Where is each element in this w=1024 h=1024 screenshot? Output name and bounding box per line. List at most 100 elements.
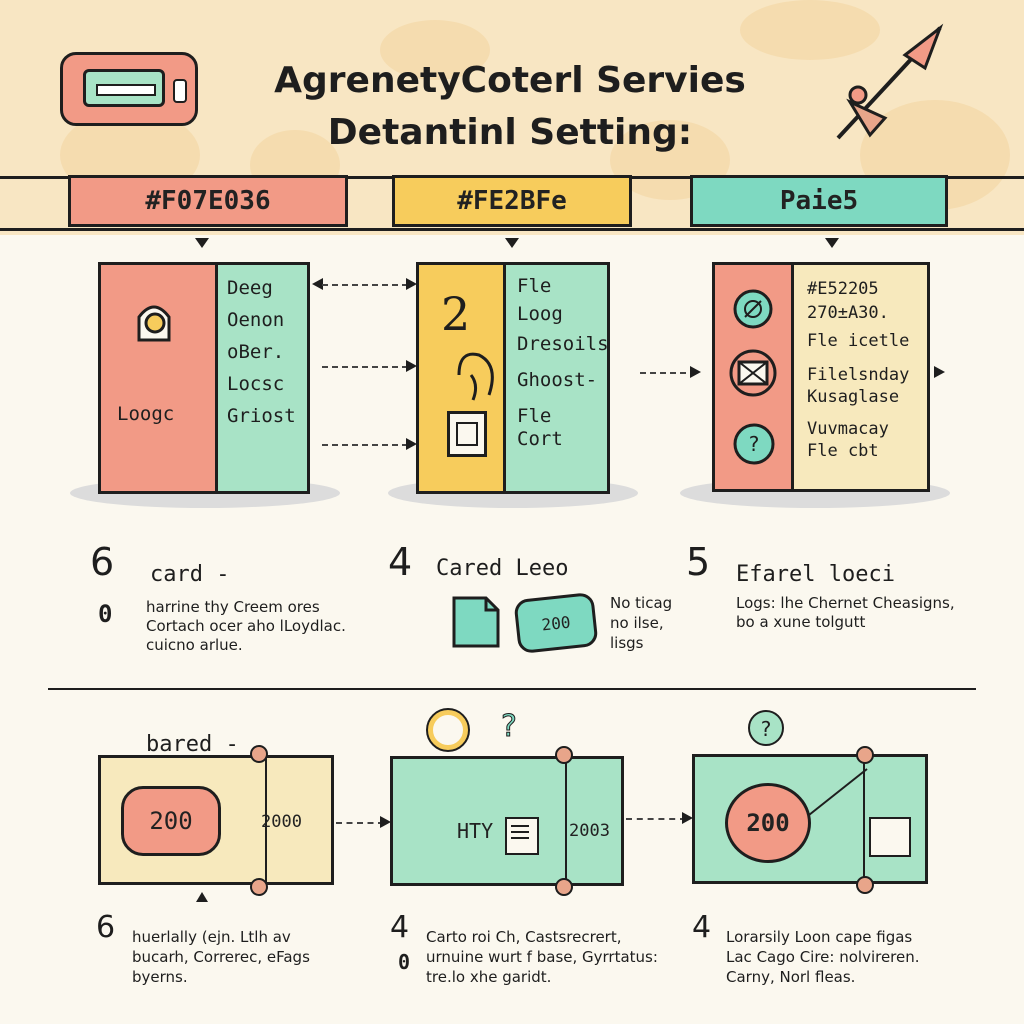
bottom-item-2-text: urnuine wurt f base, Gyrrtatus: — [426, 948, 658, 966]
mid-item-2-text: No ticag — [610, 594, 673, 612]
panel-2-glyph: 2 — [441, 287, 471, 341]
card-logo-icon — [60, 52, 198, 126]
section-divider — [48, 688, 976, 690]
panel-3-line: #E52205 — [807, 279, 879, 299]
pin-icon — [555, 746, 573, 764]
card-divider — [863, 757, 865, 881]
bottom-item-3-text: Carny, Norl fleas. — [726, 968, 856, 986]
bottom-card-1: 200 2000 — [98, 755, 334, 885]
box-icon — [869, 817, 911, 857]
connector-arrow — [934, 366, 945, 378]
card-divider — [565, 759, 567, 883]
tab-color-2[interactable]: #FE2BFe — [392, 175, 632, 227]
circle-icon — [426, 708, 470, 752]
tab-baseline — [0, 228, 1024, 231]
tab-label: Paie5 — [779, 186, 859, 216]
panel-2-line: Dresoils — [517, 333, 609, 355]
panel-1-line: oBer. — [227, 341, 285, 363]
panel-1-line: Griost — [227, 405, 296, 427]
bottom-item-2-text: tre.lo xhe garidt. — [426, 968, 552, 986]
mid-item-2-text: lisgs — [610, 634, 644, 652]
bottom-item-2-number: 4 — [390, 910, 410, 945]
connector-arrow — [690, 366, 701, 378]
bottom-section-label: bared - — [146, 732, 239, 757]
mid-item-1-text: cuicno arlue. — [146, 636, 243, 654]
panel-2: 2 Fle Loog Dresoils Ghoost- Fle Cort — [416, 262, 610, 494]
bottom-card-3: 200 — [692, 754, 928, 884]
value-pill-text: 200 — [149, 807, 193, 835]
document-icon — [505, 817, 539, 855]
page-title: AgrenetyCoterl Servies — [274, 60, 746, 101]
value-pill: 200 — [121, 786, 221, 856]
mid-item-2-title: Cared Leeo — [436, 556, 569, 581]
pin-icon — [856, 746, 874, 764]
tab-pointer — [195, 238, 209, 248]
tab-label: #F07E036 — [145, 186, 271, 216]
help-icon: ? — [748, 710, 784, 746]
document-icon — [447, 411, 487, 457]
mid-item-3-number: 5 — [686, 540, 711, 584]
panel-3-line: Kusaglase — [807, 387, 900, 407]
panel-3: ? #E52205 270±A30. Fle icetle Filelsnday… — [712, 262, 930, 492]
connector-line — [322, 284, 408, 286]
card-divider — [265, 758, 267, 882]
panel-3-line: Vuvmacay — [807, 419, 889, 439]
connector-arrow — [380, 816, 391, 828]
svg-text:?: ? — [501, 709, 517, 744]
mid-item-1-text: harrine thy Creem ores — [146, 598, 320, 616]
panel-2-line: Loog — [517, 303, 563, 325]
panel-1: Loogc Deeg Oenon oBer. Locsc Griost — [98, 262, 310, 494]
bottom-item-2-text: Carto roi Ch, Castsrecrert, — [426, 928, 622, 946]
pin-icon — [250, 878, 268, 896]
envelope-icon — [729, 349, 777, 397]
decor-blob — [740, 0, 880, 60]
connector-arrow — [682, 812, 693, 824]
bottom-item-1-text: bucarh, Correrec, eFags — [132, 948, 310, 966]
hook-icon — [457, 352, 494, 401]
connector-line — [322, 444, 408, 446]
connector-line — [626, 818, 686, 820]
tab-palette[interactable]: Paie5 — [690, 175, 948, 227]
panel-2-line: Ghoost- — [517, 369, 598, 391]
mid-item-1-bullet: 0 — [98, 600, 113, 628]
page-subtitle: Detantinl Setting: — [327, 112, 693, 153]
count-badge-value: 200 — [540, 612, 572, 634]
pin-icon — [555, 878, 573, 896]
panel-3-line: 270±A30. — [807, 303, 889, 323]
help-icon: ? — [733, 423, 775, 465]
bottom-item-2-bullet: 0 — [398, 950, 411, 974]
mid-item-1-text: Cortach ocer aho lLoydlac. — [146, 617, 346, 635]
panel-3-line: Fle cbt — [807, 441, 879, 461]
connector-arrow — [406, 278, 417, 290]
mid-item-1-number: 6 — [90, 540, 115, 584]
card-center-text: HTY — [457, 819, 494, 843]
mid-item-2-text: no ilse, — [610, 614, 664, 632]
panel-1-line: Deeg — [227, 277, 273, 299]
panel-3-line: Fle icetle — [807, 331, 910, 351]
tab-color-1[interactable]: #F07E036 — [68, 175, 348, 227]
connector-line — [640, 372, 696, 374]
connector-line — [336, 822, 384, 824]
file-icon — [452, 596, 500, 648]
panel-1-line: Locsc — [227, 373, 285, 395]
svg-text:?: ? — [761, 717, 772, 741]
tab-label: #FE2BFe — [457, 186, 567, 216]
bottom-item-3-number: 4 — [692, 910, 712, 945]
bottom-item-1-number: 6 — [96, 910, 116, 945]
connector-arrow — [312, 278, 323, 290]
pin-icon — [856, 876, 874, 894]
tab-pointer — [825, 238, 839, 248]
pin-icon — [250, 745, 268, 763]
count-badge: 200 — [513, 591, 599, 655]
panel-3-line: Filelsnday — [807, 365, 910, 385]
side-value: 2003 — [569, 821, 610, 841]
mid-item-3-text: Logs: lhe Chernet Cheasigns, — [736, 594, 955, 612]
connector-line — [322, 366, 408, 368]
bottom-item-1-text: huerlally (ejn. Ltlh av — [132, 928, 291, 946]
panel-1-left-label: Loogc — [117, 403, 175, 425]
bottom-item-3-text: Lac Cago Cire: nolvireren. — [726, 948, 920, 966]
svg-text:?: ? — [749, 432, 760, 456]
connector-arrow — [406, 360, 417, 372]
link-line — [808, 768, 868, 816]
side-value: 2000 — [261, 812, 302, 832]
